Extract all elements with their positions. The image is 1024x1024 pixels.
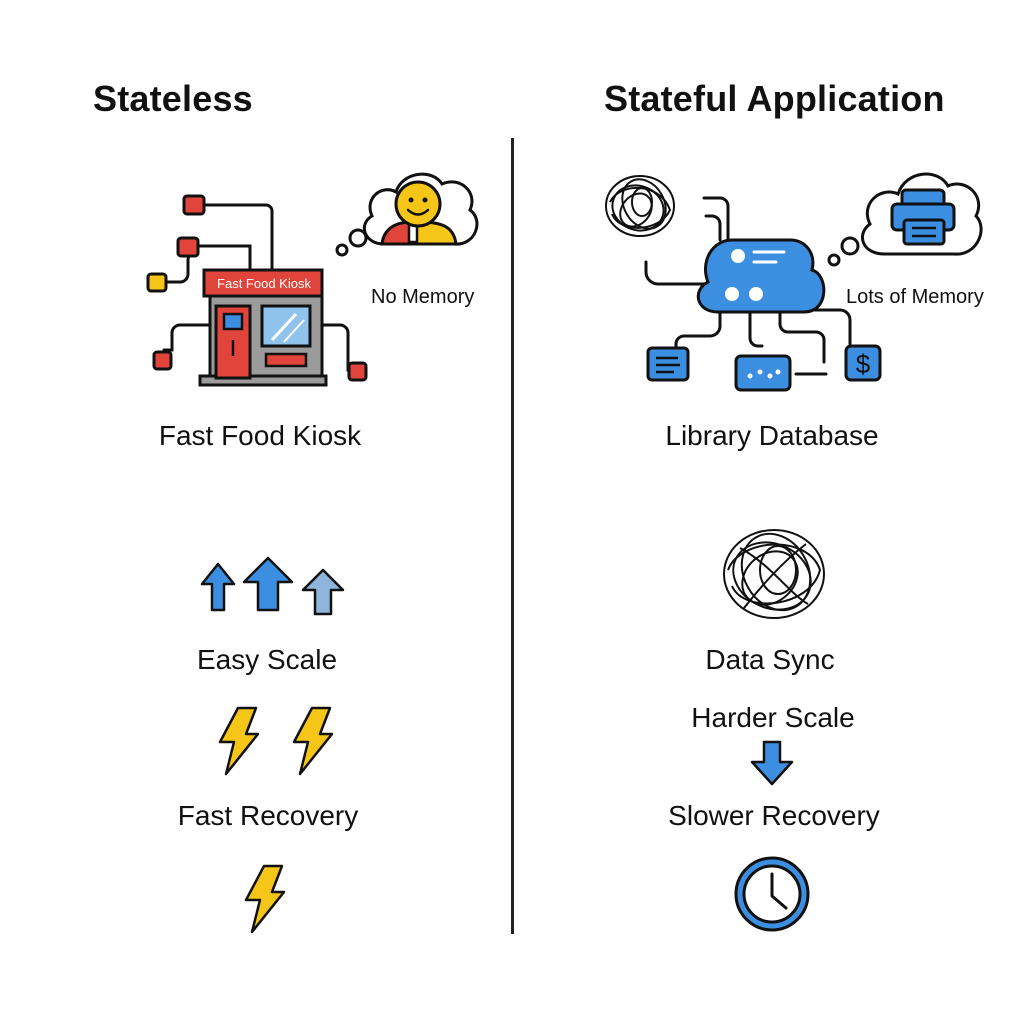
thought-cloud-icon — [335, 172, 479, 257]
tangle-icon — [723, 529, 825, 619]
column-divider — [511, 138, 514, 934]
svg-text:$: $ — [856, 349, 871, 379]
kiosk-icon — [146, 194, 368, 387]
lightning-bolt-icon — [244, 864, 286, 934]
clock-icon — [734, 856, 810, 932]
up-arrows-icon — [200, 556, 345, 616]
easy-scale-label: Easy Scale — [196, 644, 338, 675]
stateless-title: Stateless — [93, 78, 253, 119]
fast-recovery-label: Fast Recovery — [177, 800, 359, 831]
stateful-title: Stateful Application — [604, 78, 945, 119]
data-sync-label: Data Sync — [705, 644, 835, 675]
harder-scale-label: Harder Scale — [691, 702, 855, 733]
library-database-label: Library Database — [665, 420, 879, 451]
lightning-icon — [218, 706, 334, 776]
cloud-server-icon: $ — [605, 175, 882, 392]
no-memory-label: No Memory — [371, 286, 475, 308]
down-arrow-icon — [750, 740, 794, 786]
fast-food-kiosk-label: Fast Food Kiosk — [158, 420, 362, 451]
lots-of-memory-label: Lots of Memory — [846, 286, 984, 308]
kiosk-sign-text: Fast Food Kiosk — [217, 276, 311, 291]
printer-thought-icon — [827, 172, 983, 267]
slower-recovery-label: Slower Recovery — [668, 800, 880, 831]
